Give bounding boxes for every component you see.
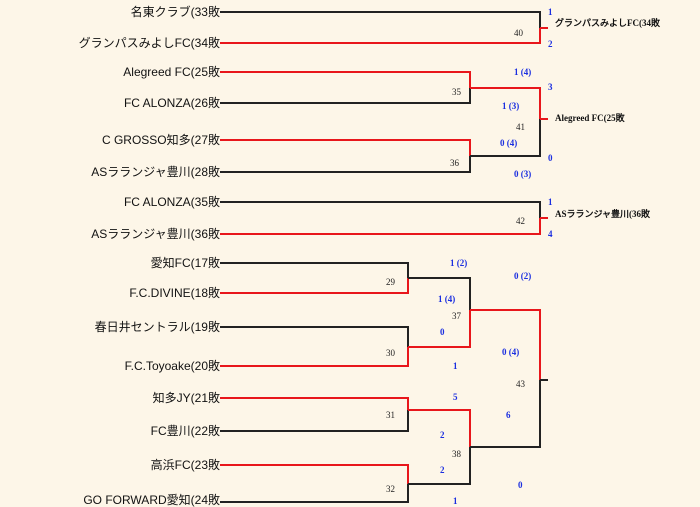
team-name: F.C.Toyoake(20敗 (124, 359, 220, 373)
score: 0 (2) (514, 271, 532, 281)
score: 0 (440, 327, 445, 337)
match-number: 40 (514, 28, 523, 38)
winner-label: グランパスみよしFC(34敗 (555, 18, 660, 28)
line (220, 11, 541, 28)
score: 0 (518, 480, 523, 490)
team-name: 高浜FC(23敗 (150, 458, 220, 472)
match-38-lines (408, 409, 471, 485)
winner-line (220, 71, 471, 88)
match-42-lines (220, 201, 548, 235)
team-name: ASラランジャ豊川(28敗 (91, 165, 220, 179)
match-41-lines (470, 87, 548, 157)
winner-line (220, 139, 471, 156)
match-31-lines (220, 397, 409, 432)
match-30-lines (220, 326, 409, 367)
score: 5 (453, 392, 458, 402)
match-number: 38 (452, 449, 461, 459)
winner-line (408, 310, 471, 348)
winner-line (220, 28, 541, 44)
team-name: Alegreed FC(25敗 (123, 65, 220, 79)
line (408, 447, 471, 485)
team-name: 愛知FC(17敗 (150, 256, 220, 270)
team-name: FC豊川(22敗 (150, 424, 220, 438)
winner-label: ASラランジャ豊川(36敗 (555, 209, 651, 219)
winner-line (220, 218, 541, 235)
team-name: F.C.DIVINE(18敗 (129, 286, 220, 300)
winner-line (470, 309, 541, 380)
team-name: グランパスみよしFC(34敗 (78, 36, 220, 50)
match-number: 31 (386, 410, 395, 420)
match-number: 30 (386, 348, 395, 358)
team-name: C GROSSO知多(27敗 (101, 133, 220, 147)
score: 1 (2) (450, 258, 468, 268)
team-name: 春日井セントラル(19敗 (94, 320, 220, 334)
score: 1 (4) (514, 67, 532, 77)
score: 0 (548, 153, 553, 163)
team-name: ASラランジャ豊川(36敗 (91, 227, 220, 241)
winner-line (408, 409, 471, 447)
line (220, 88, 471, 104)
match-36-lines (220, 139, 471, 173)
match-number: 42 (516, 216, 525, 226)
score: 1 (3) (502, 101, 520, 111)
match-35-lines (220, 71, 471, 104)
line (220, 156, 471, 173)
match-number: 41 (516, 122, 525, 132)
winner-line (220, 278, 409, 294)
line (470, 380, 541, 448)
score: 1 (548, 7, 553, 17)
match-number: 36 (450, 158, 459, 168)
score: 0 (4) (500, 138, 518, 148)
winner-line (220, 464, 409, 484)
match-40-lines (220, 11, 548, 44)
match-number: 29 (386, 277, 395, 287)
line (220, 326, 409, 347)
score: 6 (506, 410, 511, 420)
score: 2 (548, 39, 553, 49)
line (220, 201, 541, 218)
match-29-lines (220, 262, 409, 294)
team-name: 名東クラブ(33敗 (130, 5, 220, 19)
line (220, 410, 409, 432)
line (220, 262, 409, 278)
match-number: 35 (452, 87, 461, 97)
match-43-lines (470, 309, 548, 448)
match-number: 43 (516, 379, 525, 389)
winner-line (220, 397, 409, 410)
score: 0 (3) (514, 169, 532, 179)
team-name: GO FORWARD愛知(24敗 (83, 493, 220, 507)
match-32-lines (220, 464, 409, 503)
winner-line (220, 347, 409, 367)
line (470, 119, 541, 157)
team-name: FC ALONZA(26敗 (123, 96, 220, 110)
winner-label: Alegreed FC(25敗 (555, 113, 625, 123)
score: 2 (440, 430, 445, 440)
team-name: FC ALONZA(35敗 (123, 195, 220, 209)
score: 2 (440, 465, 445, 475)
score: 1 (548, 197, 553, 207)
winner-line (470, 87, 541, 119)
score: 0 (4) (502, 347, 520, 357)
score: 1 (453, 361, 458, 371)
match-number: 32 (386, 484, 395, 494)
score: 3 (548, 82, 553, 92)
line (220, 484, 409, 503)
team-name: 知多JY(21敗 (152, 391, 220, 405)
match-37-lines (408, 277, 471, 348)
score: 4 (548, 229, 553, 239)
match-number: 37 (452, 311, 461, 321)
score: 1 (453, 496, 458, 506)
score: 1 (4) (438, 294, 456, 304)
line (408, 277, 471, 310)
